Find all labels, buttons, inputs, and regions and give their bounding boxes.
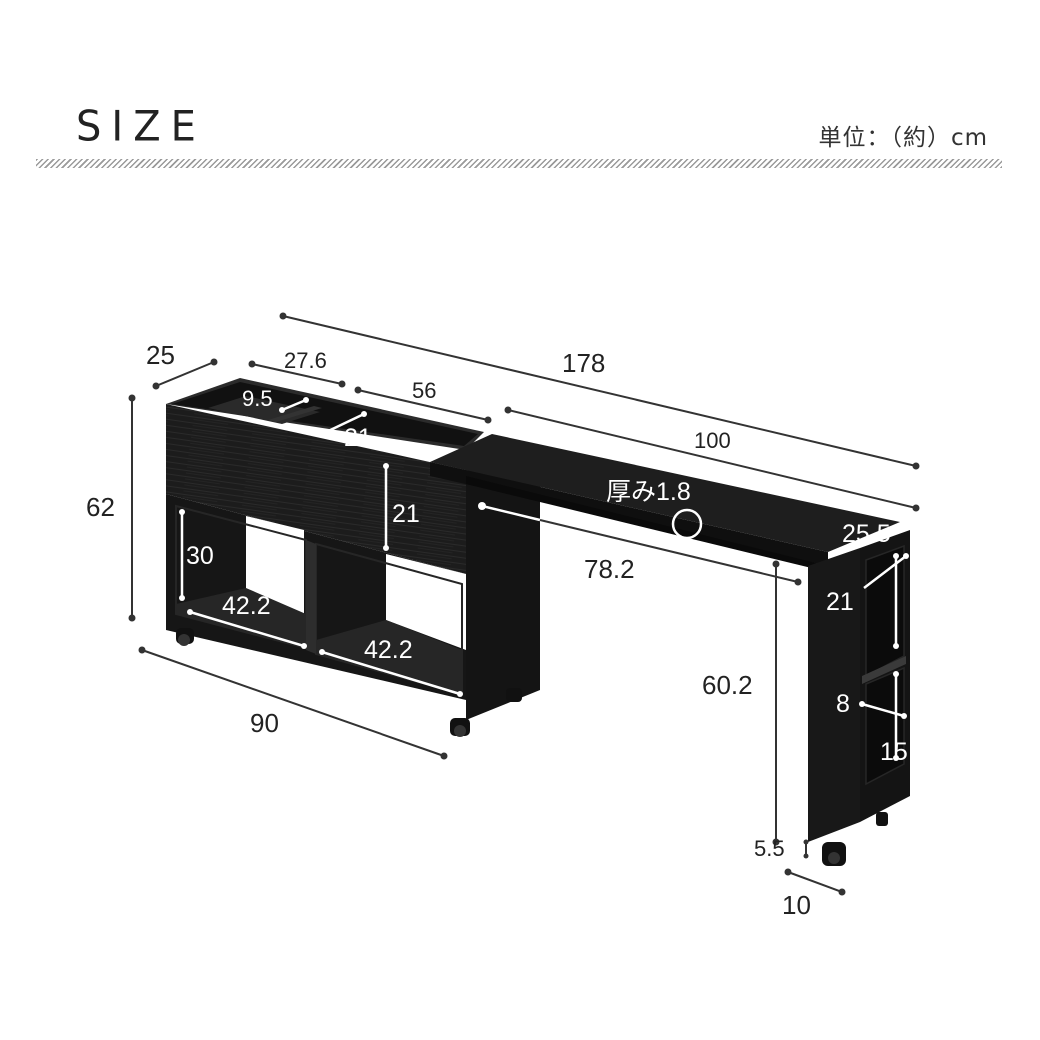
shelf-floor-left [176, 588, 306, 648]
shelf-floor-right [316, 620, 462, 694]
page-title: SIZE [76, 102, 206, 152]
dim-leg-foot-width: 10 [782, 890, 811, 920]
tabletop-underside [466, 476, 828, 572]
dim-compartment-inner-height-top: 21 [344, 424, 372, 452]
dim-knee-clearance-width: 78.2 [584, 554, 635, 584]
dim-tabletop-depth: 25.5 [842, 520, 891, 548]
caster-back-right [506, 688, 522, 702]
dim-cabinet-depth: 25 [146, 340, 175, 370]
dim-tabletop-thickness: 厚み1.8 [606, 478, 691, 506]
caster-table-leg-back [876, 812, 888, 826]
dim-open-shelf-height: 30 [186, 542, 214, 570]
dim-side-shelf-lower-height: 15 [880, 738, 908, 766]
dim-small-compartment-width: 27.6 [284, 348, 327, 373]
cabinet-partition [306, 540, 316, 654]
thickness-callout-circle [671, 508, 703, 540]
dim-cabinet-width: 90 [250, 708, 279, 738]
leg-side-panel [808, 548, 860, 842]
cabinet-side-panel [466, 470, 540, 720]
tabletop-front-edge [430, 462, 828, 566]
caster-front-right [450, 718, 470, 737]
dim-compartment-height-front: 21 [392, 500, 420, 528]
tabletop-surface [430, 434, 900, 552]
dim-large-compartment-width: 56 [412, 378, 436, 403]
dim-small-compartment-depth: 9.5 [242, 386, 273, 411]
dimension-labels: 178 25 27.6 56 100 62 90 78.2 60.2 5.5 1… [86, 340, 908, 920]
dim-side-shelf-depth: 8 [836, 690, 850, 718]
dimension-lines [128, 312, 920, 896]
leg-shelf-upper [865, 544, 905, 678]
leg-shelf-divider [862, 656, 906, 684]
dim-cabinet-height: 62 [86, 492, 115, 522]
dim-open-shelf-width-right: 42.2 [364, 636, 413, 664]
open-shelf-left-back [246, 516, 304, 614]
unit-note: 単位：（約）cm [818, 125, 988, 151]
header-divider [36, 159, 1002, 168]
dim-leg-bottom-gap: 5.5 [754, 836, 785, 861]
dim-open-shelf-width-left: 42.2 [222, 592, 271, 620]
dim-tabletop-length: 100 [694, 428, 731, 453]
cabinet-unit [166, 378, 540, 737]
caster-table-leg [822, 842, 846, 866]
storage-divider-short [268, 406, 322, 422]
dim-side-shelf-upper-height: 21 [826, 588, 854, 616]
leg-shelf-lower [865, 666, 905, 786]
caster-front-left [176, 628, 194, 646]
dim-underside-height: 60.2 [702, 670, 753, 700]
open-shelf-right-back [386, 554, 466, 650]
dim-overall-length: 178 [562, 348, 605, 378]
cabinet-front-panel [166, 404, 466, 574]
